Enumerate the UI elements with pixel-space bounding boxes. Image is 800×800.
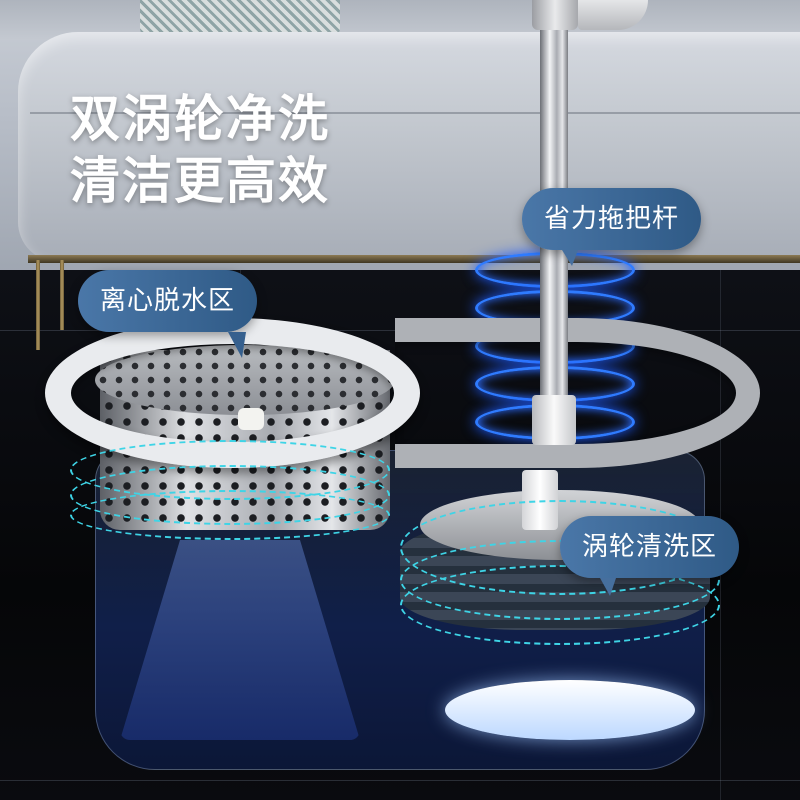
headline: 双涡轮净洗 清洁更高效: [70, 88, 330, 212]
flow-line: [400, 565, 720, 645]
headline-line-1: 双涡轮净洗: [70, 90, 330, 148]
headline-line-2: 清洁更高效: [70, 152, 330, 210]
houndstooth-cushion: [140, 0, 340, 38]
callout-spin-dry: 离心脱水区: [78, 270, 258, 358]
sofa-leg: [60, 260, 64, 330]
callout-tail: [228, 332, 246, 358]
flow-line: [70, 490, 390, 540]
callout-turbo-wash-label: 涡轮清洗区: [582, 532, 718, 562]
callout-tail: [600, 578, 616, 596]
floor-line: [0, 780, 800, 781]
callout-handle: 省力拖把杆: [522, 188, 702, 266]
sofa-seam: [30, 112, 800, 114]
callout-handle-label: 省力拖把杆: [544, 204, 680, 234]
handle-grip: [532, 0, 578, 30]
callout-turbo-wash: 涡轮清洗区: [560, 516, 740, 596]
handle-collar: [532, 395, 576, 445]
callout-tail: [562, 250, 578, 266]
turbo-wash-base: [445, 680, 695, 740]
bucket-rim-right: [395, 318, 760, 468]
sofa-background: [0, 0, 800, 280]
sofa-leg: [36, 260, 40, 350]
sofa-gold-trim: [28, 255, 800, 263]
callout-spin-dry-label: 离心脱水区: [100, 286, 236, 316]
